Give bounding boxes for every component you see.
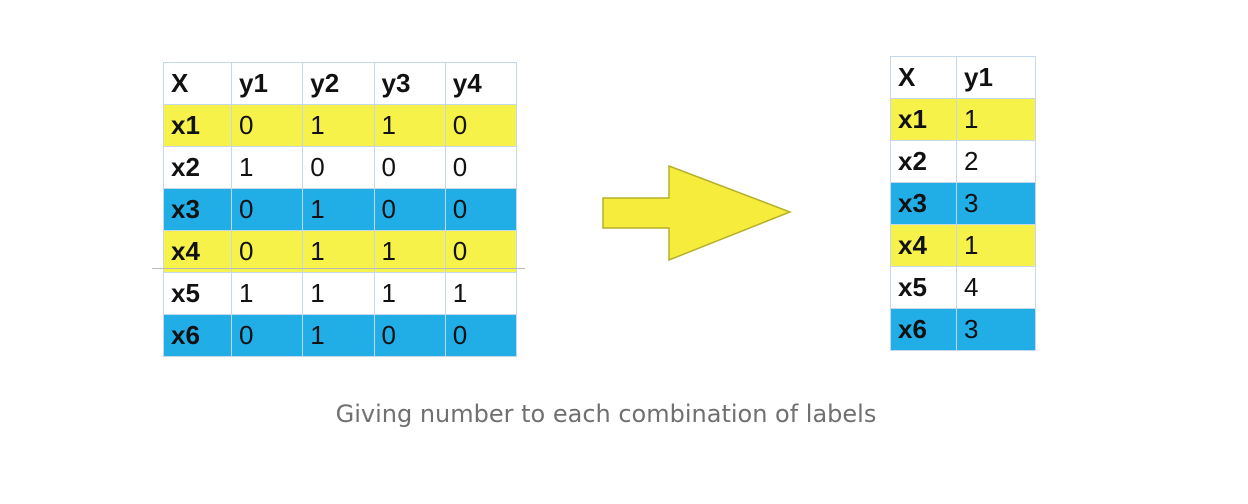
column-header: X: [163, 62, 232, 105]
table-row: x4 1: [890, 224, 1036, 267]
table-cell: 0: [444, 314, 518, 357]
row-label: x3: [163, 188, 232, 231]
table-row: x2 1 0 0 0: [163, 146, 518, 189]
column-header: X: [890, 56, 957, 99]
table-row: x5 1 1 1 1: [163, 272, 518, 315]
table-cell: 1: [302, 272, 375, 315]
row-label: x6: [890, 308, 957, 351]
table-cell: 3: [956, 308, 1036, 351]
table-cell: 0: [373, 146, 446, 189]
row-label: x2: [163, 146, 232, 189]
table-cell: 1: [373, 104, 446, 147]
table-cell: 0: [444, 188, 518, 231]
label-combination-table: X y1 x1 1 x2 2 x3 3 x4 1 x5 4 x6 3: [890, 56, 1036, 351]
table-row: x2 2: [890, 140, 1036, 183]
table-cell: 1: [373, 272, 446, 315]
table-row: x6 3: [890, 308, 1036, 351]
arrow-shape: [602, 164, 793, 262]
table-cell: 0: [230, 188, 304, 231]
table-row: x5 4: [890, 266, 1036, 309]
column-header: y4: [444, 62, 518, 105]
table-cell: 1: [302, 188, 375, 231]
row-label: x1: [163, 104, 232, 147]
row-label: x5: [163, 272, 232, 315]
table-cell: 3: [956, 182, 1036, 225]
table-header-row: X y1 y2 y3 y4: [163, 62, 518, 105]
row-label: x3: [890, 182, 957, 225]
horizontal-divider: [152, 268, 525, 269]
table-cell: 4: [956, 266, 1036, 309]
figure-caption: Giving number to each combination of lab…: [335, 400, 877, 428]
row-label: x1: [890, 98, 957, 141]
table-cell: 1: [302, 230, 375, 273]
table-row: x1 1: [890, 98, 1036, 141]
table-cell: 1: [230, 146, 304, 189]
table-cell: 0: [444, 230, 518, 273]
row-label: x6: [163, 314, 232, 357]
table-cell: 1: [956, 98, 1036, 141]
table-cell: 1: [444, 272, 518, 315]
table-cell: 0: [373, 188, 446, 231]
table-cell: 0: [444, 104, 518, 147]
table-cell: 1: [302, 314, 375, 357]
table-cell: 1: [302, 104, 375, 147]
table-cell: 0: [230, 314, 304, 357]
table-row: x6 0 1 0 0: [163, 314, 518, 357]
table-row: x1 0 1 1 0: [163, 104, 518, 147]
table-cell: 1: [373, 230, 446, 273]
table-cell: 2: [956, 140, 1036, 183]
table-cell: 0: [230, 104, 304, 147]
row-label: x2: [890, 140, 957, 183]
row-label: x5: [890, 266, 957, 309]
multi-label-table: X y1 y2 y3 y4 x1 0 1 1 0 x2 1 0 0 0 x3 0…: [163, 62, 518, 357]
column-header: y1: [956, 56, 1036, 99]
column-header: y2: [302, 62, 375, 105]
table-row: x3 3: [890, 182, 1036, 225]
table-row: x3 0 1 0 0: [163, 188, 518, 231]
table-cell: 0: [302, 146, 375, 189]
table-cell: 1: [956, 224, 1036, 267]
table-cell: 1: [230, 272, 304, 315]
row-label: x4: [890, 224, 957, 267]
table-cell: 0: [230, 230, 304, 273]
right-arrow-icon: [602, 164, 793, 262]
row-label: x4: [163, 230, 232, 273]
table-row: x4 0 1 1 0: [163, 230, 518, 273]
table-cell: 0: [444, 146, 518, 189]
table-header-row: X y1: [890, 56, 1036, 99]
table-cell: 0: [373, 314, 446, 357]
column-header: y3: [373, 62, 446, 105]
column-header: y1: [230, 62, 304, 105]
